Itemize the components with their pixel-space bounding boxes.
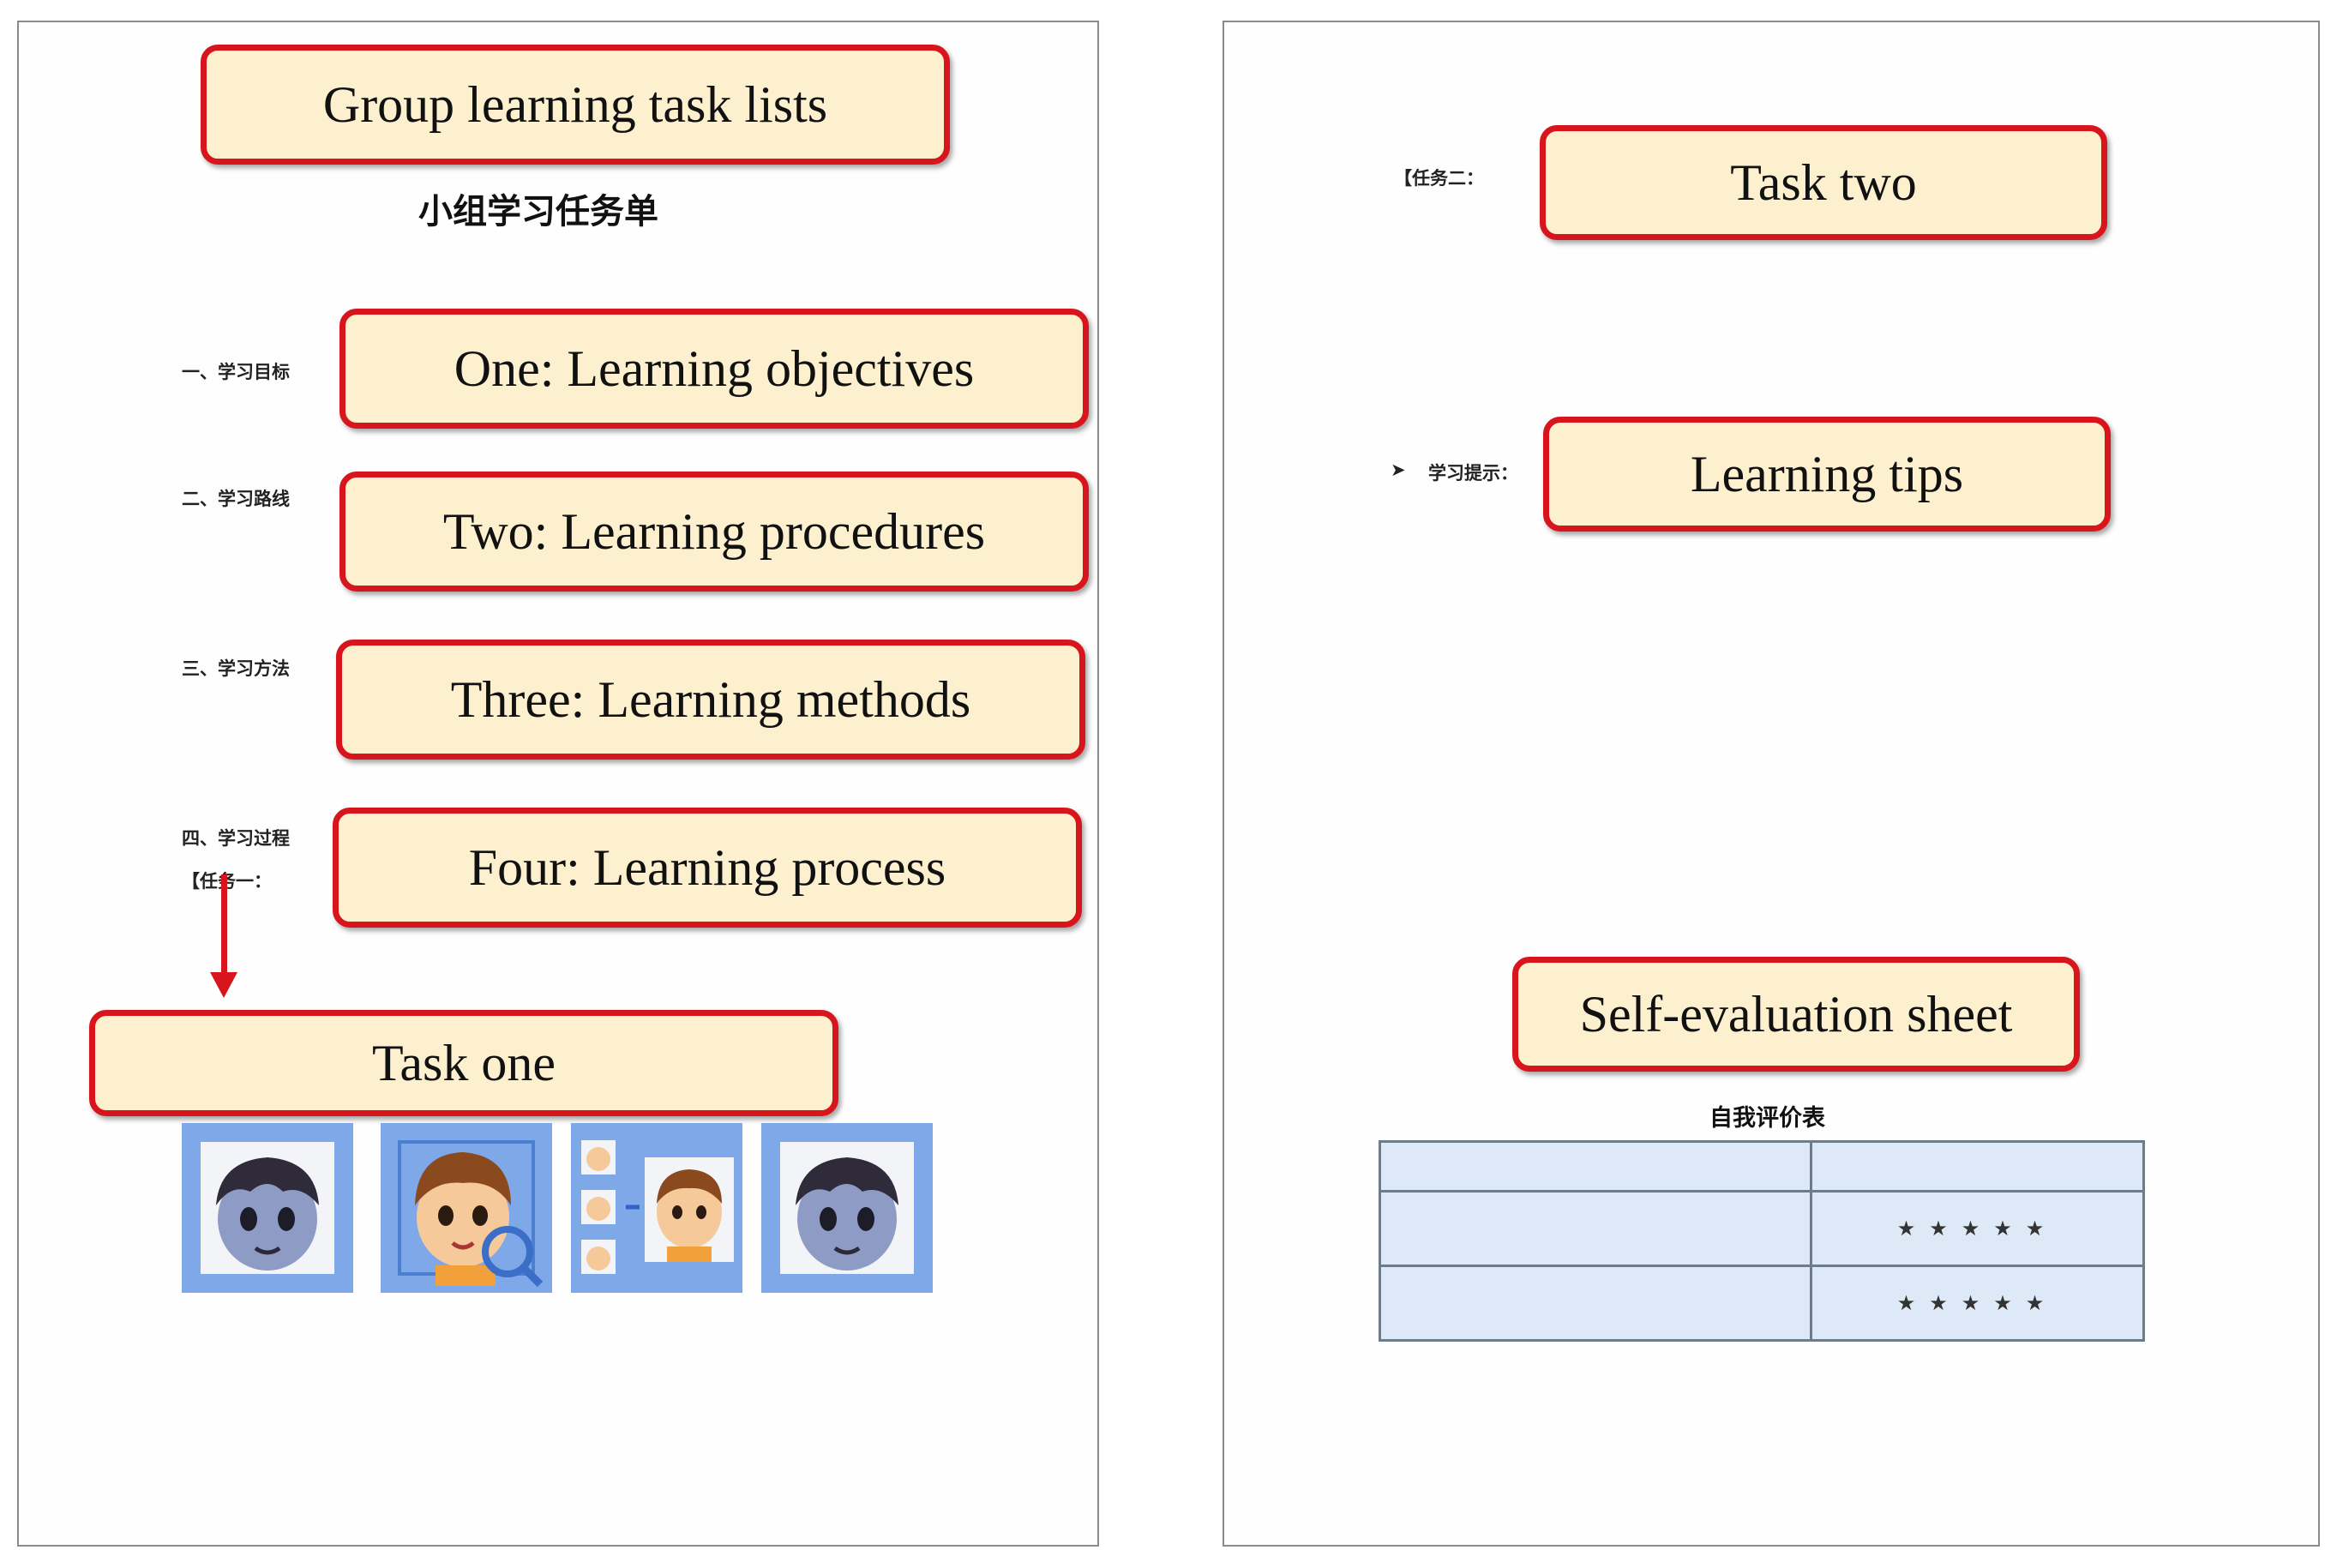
- callout-text: Three: Learning methods: [450, 670, 971, 728]
- self-evaluation-sheet-callout: Self-evaluation sheet: [1512, 957, 2080, 1072]
- face-compare-icon: [571, 1123, 742, 1293]
- task-one-callout: Task one: [89, 1010, 838, 1116]
- section-label-objectives: 一、学习目标: [182, 362, 290, 382]
- down-arrow-shaft: [221, 874, 227, 976]
- tips-label-zh: 学习提示：: [1428, 463, 1518, 484]
- self-evaluation-table: ★★★★★ ★★★★★: [1379, 1140, 2145, 1342]
- learning-process-callout: Four: Learning process: [333, 808, 1082, 928]
- table-cell: [1379, 1190, 1812, 1267]
- callout-text: Four: Learning process: [468, 838, 946, 896]
- group-learning-task-lists-callout: Group learning task lists: [201, 45, 950, 165]
- task-two-label-zh: 【任务二：: [1394, 168, 1484, 189]
- down-arrow-head: [210, 972, 237, 998]
- boy-face-icon: [182, 1123, 353, 1293]
- table-cell: [1379, 1140, 1812, 1193]
- task-two-callout: Task two: [1540, 125, 2107, 240]
- callout-text: Learning tips: [1690, 445, 1964, 502]
- learning-objectives-callout: One: Learning objectives: [339, 309, 1089, 429]
- table-row: ★★★★★: [1379, 1265, 2145, 1342]
- boy-face-icon: [761, 1123, 933, 1293]
- callout-text: Group learning task lists: [322, 75, 828, 133]
- section-label-methods: 三、学习方法: [182, 658, 290, 679]
- table-row: [1379, 1140, 2145, 1193]
- section-label-process: 四、学习过程: [182, 828, 290, 849]
- left-page: [17, 21, 1099, 1547]
- callout-text: Task one: [371, 1034, 556, 1091]
- tips-bullet-icon: ➤: [1391, 460, 1406, 480]
- table-cell: [1379, 1265, 1812, 1342]
- learning-procedures-callout: Two: Learning procedures: [339, 472, 1089, 592]
- star-rating: ★★★★★: [1810, 1265, 2145, 1342]
- callout-text: Two: Learning procedures: [442, 502, 986, 560]
- table-row: ★★★★★: [1379, 1190, 2145, 1267]
- learning-tips-callout: Learning tips: [1543, 417, 2111, 532]
- table-cell: [1810, 1140, 2145, 1193]
- callout-text: Task two: [1730, 153, 1917, 211]
- section-label-procedures: 二、学习路线: [182, 489, 290, 509]
- face-magnifier-icon: [381, 1123, 552, 1293]
- callout-text: Self-evaluation sheet: [1579, 985, 2013, 1042]
- learning-methods-callout: Three: Learning methods: [336, 640, 1085, 760]
- callout-text: One: Learning objectives: [454, 339, 975, 397]
- task-list-title-zh: 小组学习任务单: [418, 192, 658, 231]
- star-rating: ★★★★★: [1810, 1190, 2145, 1267]
- eval-table-title-zh: 自我评价表: [1709, 1105, 1825, 1132]
